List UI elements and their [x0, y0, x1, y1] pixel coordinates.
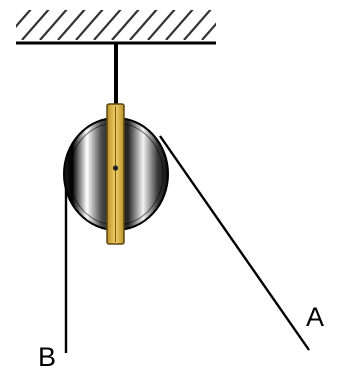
ceiling-support	[16, 10, 216, 45]
rope-end-label-b: B	[38, 342, 56, 372]
rope-segment-a	[159, 135, 310, 351]
axle-pin	[112, 165, 119, 171]
ceiling-hatching	[16, 10, 216, 40]
pulley	[63, 103, 169, 245]
rope-end-label-a: A	[306, 302, 324, 332]
